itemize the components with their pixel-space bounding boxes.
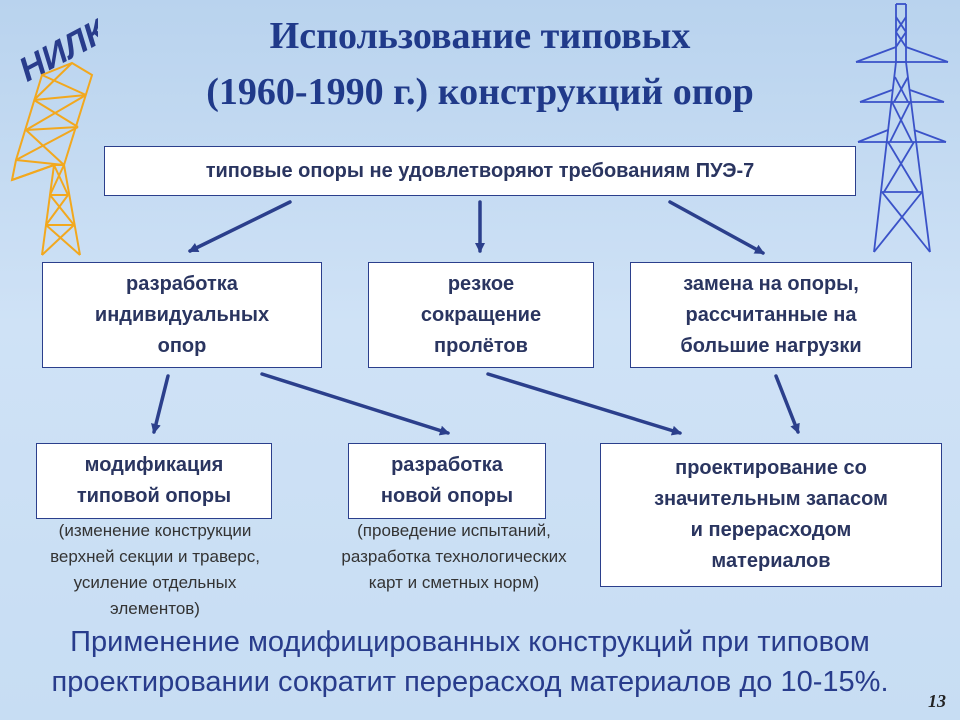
outcome-overdesign-box: проектирование со значительным запасом и…: [600, 443, 942, 587]
arrow: [260, 372, 450, 436]
note-line: элементов): [110, 599, 200, 618]
box-line: и перерасходом: [690, 519, 852, 541]
box-line: индивидуальных: [94, 303, 270, 326]
box-line: модификация: [84, 454, 224, 476]
box-line: сокращение: [420, 303, 542, 326]
note-line: разработка технологических: [341, 547, 567, 566]
arrow: [188, 200, 292, 253]
box-line: новой опоры: [380, 485, 514, 507]
box-line: типовой опоры: [76, 485, 232, 507]
conclusion-line-2: проектировании сократит перерасход матер…: [51, 666, 889, 698]
conclusion-line-1: Применение модифицированных конструкций …: [70, 626, 870, 658]
title-line-2: (1960-1990 г.) конструкций опор: [206, 71, 754, 113]
conclusion-text: Применение модифицированных конструкций …: [10, 622, 930, 702]
box-line: замена на опоры,: [683, 272, 859, 295]
new-tower-note: (проведение испытаний, разработка технол…: [308, 518, 600, 596]
root-problem-box: типовые опоры не удовлетворяют требовани…: [104, 146, 856, 196]
option-individual-towers-box: разработка индивидуальных опор: [42, 262, 322, 368]
box-line: проектирование со: [675, 457, 867, 479]
note-line: усиление отдельных: [73, 573, 237, 592]
arrow: [668, 200, 765, 255]
outcome-modification-box: модификация типовой опоры: [36, 443, 272, 519]
outcome-new-tower-box: разработка новой опоры: [348, 443, 546, 519]
note-line: верхней секции и траверс,: [50, 547, 260, 566]
option-span-reduction-box: резкое сокращение пролётов: [368, 262, 594, 368]
box-line: рассчитанные на: [685, 303, 857, 326]
title-line-1: Использование типовых: [269, 15, 691, 57]
option-replacement-box: замена на опоры, рассчитанные на большие…: [630, 262, 912, 368]
modification-note: (изменение конструкции верхней секции и …: [14, 518, 296, 622]
right-tower-icon: [855, 3, 949, 253]
left-tower-icon: [10, 61, 94, 256]
box-line: пролётов: [434, 334, 528, 357]
note-line: (изменение конструкции: [58, 521, 252, 540]
box-line: разработка: [391, 454, 503, 476]
note-line: (проведение испытаний,: [357, 521, 551, 540]
box-line: материалов: [711, 550, 831, 572]
arrow: [486, 372, 682, 436]
box-line: большие нагрузки: [680, 334, 862, 357]
page-number: 13: [928, 691, 946, 711]
page-title: Использование типовых (1960-1990 г.) кон…: [120, 8, 840, 120]
box-line: разработка: [126, 272, 238, 295]
arrow: [774, 374, 800, 434]
box-line: значительным запасом: [654, 488, 888, 510]
note-line: карт и сметных норм): [368, 573, 540, 592]
box-line: резкое: [447, 272, 515, 295]
root-problem-text: типовые опоры не удовлетворяют требовани…: [205, 159, 755, 182]
box-line: опор: [157, 334, 207, 357]
arrow: [151, 374, 170, 434]
